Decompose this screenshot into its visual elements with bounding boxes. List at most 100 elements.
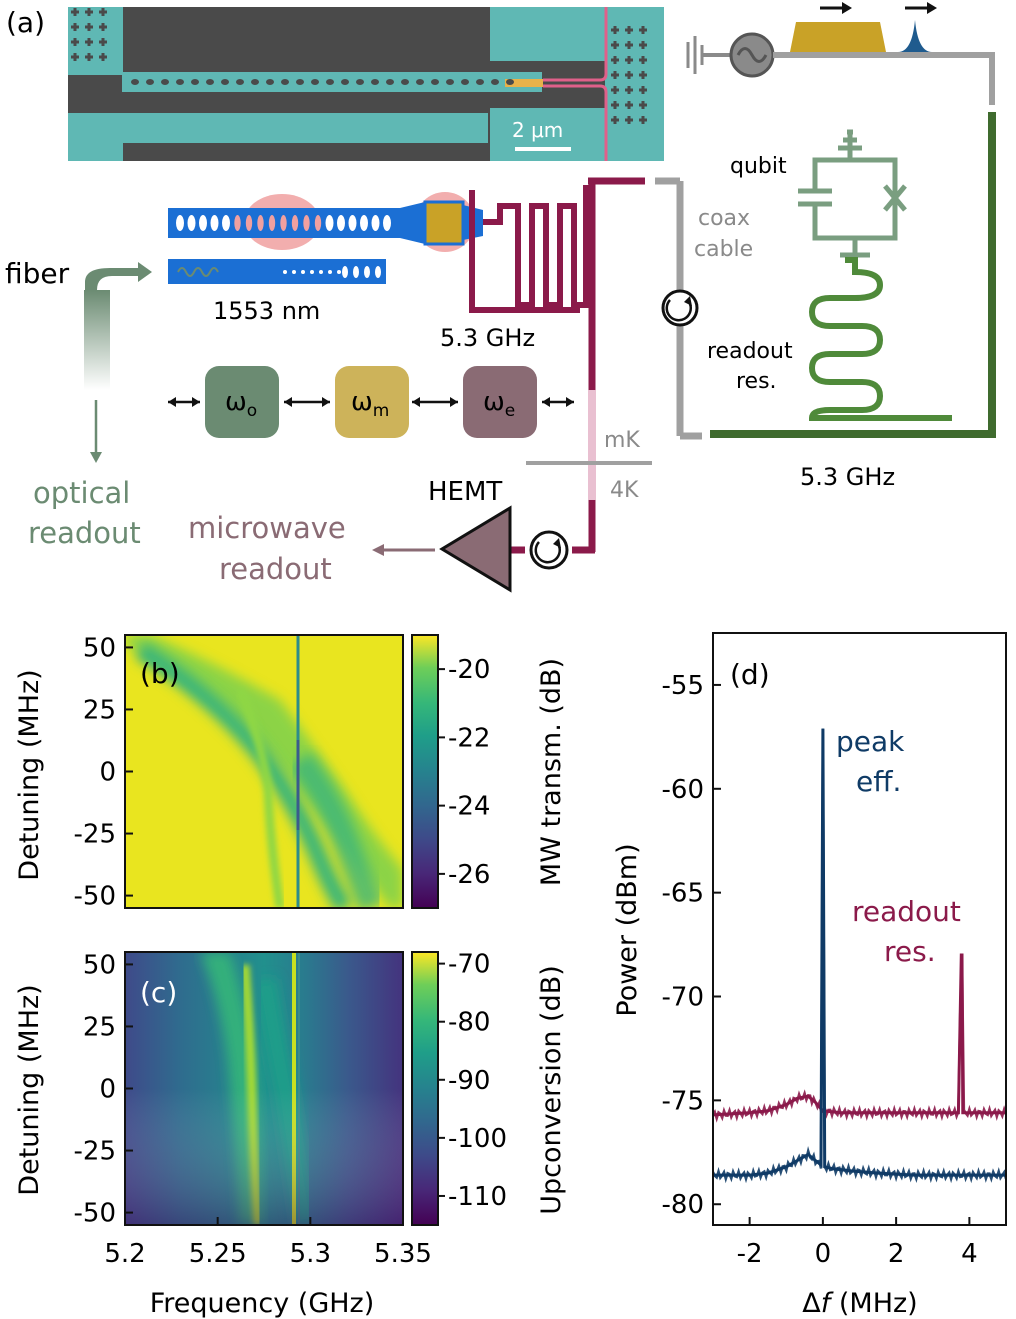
- xlabel-d: Δf (MHz): [802, 1288, 917, 1319]
- heatmap-b: [125, 635, 403, 908]
- sem-cross: [639, 56, 647, 64]
- waveguide-hole: [328, 270, 332, 274]
- xtick-label: 5.2: [104, 1239, 145, 1269]
- waveguide-hole: [342, 266, 348, 278]
- beam-hole: [176, 215, 184, 231]
- waveguide-hole: [364, 266, 370, 278]
- freq-right-label: 5.3 GHz: [800, 463, 895, 491]
- ytick-label: -25: [74, 820, 116, 850]
- readout-line: [710, 112, 996, 438]
- cable-label: cable: [694, 237, 753, 262]
- colorbar-tick-label: -70: [448, 950, 490, 980]
- sem-hole: [356, 79, 364, 85]
- rf-source: [686, 2, 995, 105]
- colorbar-label-c: Upconversion (dB): [536, 965, 567, 1215]
- ylabel-b: Detuning (MHz): [14, 669, 45, 880]
- sem-cross: [611, 41, 619, 49]
- ylabel-c: Detuning (MHz): [14, 984, 45, 1195]
- sem-cross: [611, 86, 619, 94]
- sem-hole: [442, 98, 450, 104]
- beam-hole: [371, 215, 380, 231]
- sem-hole: [330, 98, 338, 104]
- wavelength-label: 1553 nm: [213, 297, 320, 325]
- sem-hole: [206, 79, 214, 85]
- sem-hole: [266, 79, 274, 85]
- sem-hole: [446, 79, 454, 85]
- optical-readout-label-1: optical: [33, 476, 130, 510]
- sem-cross: [71, 53, 79, 61]
- sem-cross: [639, 41, 647, 49]
- xticks-c: 5.2 5.25 5.3 5.35: [104, 1217, 432, 1269]
- ytick-label: 0: [99, 758, 116, 788]
- colorbar-ticks-b: -20-22-24-26: [438, 655, 490, 890]
- ytick-label: -55: [662, 671, 704, 701]
- colorbar-ticks-c: -70-80-90-100-110: [438, 950, 507, 1212]
- sem-hole: [191, 79, 199, 85]
- freq-left-label: 5.3 GHz: [440, 324, 535, 352]
- beam-hole: [348, 215, 357, 231]
- sem-hole: [428, 98, 436, 104]
- beam-hole: [187, 215, 196, 231]
- sem-cross: [625, 56, 633, 64]
- sem-cross: [625, 71, 633, 79]
- sem-hole: [400, 98, 408, 104]
- mk-label: mK: [604, 428, 640, 453]
- sem-hole: [416, 79, 424, 85]
- beam-hole: [234, 215, 241, 231]
- fiber-label: fiber: [5, 257, 70, 290]
- sem-image: 2 μm: [68, 7, 664, 161]
- qubit-circuit: [798, 129, 907, 258]
- ytick-label: -50: [74, 1199, 116, 1229]
- sem-hole: [461, 79, 469, 85]
- yticks-d: -55-60-65-70-75-80: [662, 671, 721, 1220]
- colorbar-tick-label: -26: [448, 860, 490, 890]
- xtick-label: -2: [737, 1239, 763, 1269]
- colorbar-label-b: MW transm. (dB): [536, 658, 567, 886]
- ytick-label: -75: [662, 1086, 704, 1116]
- line-fade: [588, 390, 596, 500]
- sem-hole: [296, 79, 304, 85]
- sem-hole: [476, 79, 484, 85]
- xtick-label: 5.35: [374, 1239, 432, 1269]
- sem-hole: [470, 98, 478, 104]
- sem-cross: [99, 38, 107, 46]
- sem-hole: [326, 79, 334, 85]
- line-plot-d: [713, 728, 1006, 1184]
- beam-hole: [325, 215, 334, 231]
- ytick-label: -25: [74, 1137, 116, 1167]
- beam-hole: [245, 215, 253, 231]
- waveguide-hole: [301, 270, 305, 274]
- series-noise: [713, 954, 1006, 1123]
- annotation-peak-2: eff.: [856, 765, 901, 798]
- xtick-label: 5.25: [189, 1239, 247, 1269]
- xtick-label: 5.3: [290, 1239, 331, 1269]
- annotation-readout-2: res.: [884, 935, 936, 968]
- ytick-label: -60: [662, 775, 704, 805]
- mode-chain: [168, 366, 574, 438]
- sem-cross: [99, 8, 107, 16]
- idt-electrode-outer: [469, 190, 580, 313]
- readout-res-label-2: res.: [736, 369, 777, 394]
- colorbar-tick-label: -110: [448, 1182, 507, 1212]
- panel-d-label: (d): [730, 658, 770, 691]
- sem-hole: [316, 98, 324, 104]
- ytick-label: -80: [662, 1190, 704, 1220]
- sem-cross: [625, 26, 633, 34]
- sem-cross: [639, 71, 647, 79]
- sem-cross: [611, 101, 619, 109]
- xtick-label: 4: [961, 1239, 978, 1269]
- beam-hole: [337, 215, 345, 231]
- sem-cross: [71, 23, 79, 31]
- sem-cross: [625, 116, 633, 124]
- coax-cable: [655, 177, 702, 440]
- colorbar-c: [411, 951, 439, 1226]
- beam-hole: [383, 215, 391, 231]
- sem-hole: [341, 79, 349, 85]
- beam-hole: [222, 215, 230, 231]
- fiber-fade: [84, 290, 110, 390]
- optomechanical-device: [168, 192, 483, 284]
- sem-hole: [372, 98, 380, 104]
